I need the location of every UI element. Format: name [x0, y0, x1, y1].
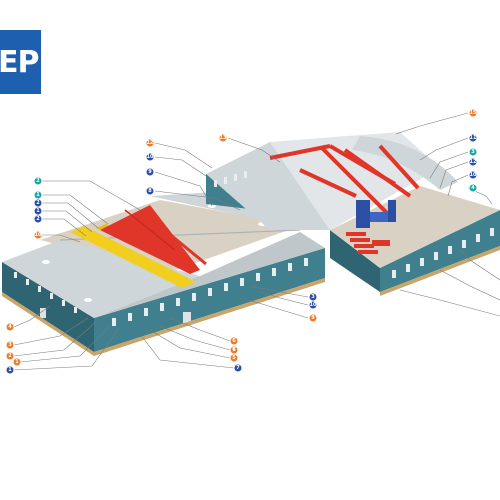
svg-text:9: 9: [148, 169, 152, 175]
callout-l6: 10: [33, 230, 43, 240]
svg-text:9: 9: [311, 315, 315, 321]
side-door: [40, 308, 46, 318]
callout-r4: 12: [468, 157, 478, 167]
callout-b3: 9: [308, 313, 318, 323]
svg-text:4: 4: [8, 324, 12, 330]
left-building-windows: [112, 258, 308, 326]
callout-l3: 2: [33, 198, 43, 208]
company-logo: EP: [0, 30, 41, 94]
yellow-crane-beam: [70, 226, 196, 288]
blue-machinery: [356, 200, 396, 246]
logo-text: EP: [0, 44, 39, 80]
left-building-end-wall: [2, 262, 94, 352]
roof-skylight: [42, 260, 50, 264]
tall-building-roof: [206, 142, 330, 230]
svg-text:3: 3: [8, 342, 12, 348]
tall-building-side-wall: [330, 230, 380, 292]
roof-skylight: [84, 298, 92, 302]
callout-b2: 10: [308, 300, 318, 310]
callout-l2: 1: [33, 190, 43, 200]
red-staircase: [346, 232, 378, 254]
callout-l5: 2: [33, 214, 43, 224]
svg-text:10: 10: [470, 172, 477, 178]
callout-t1: 12: [145, 138, 155, 148]
svg-text:11: 11: [470, 135, 477, 141]
svg-text:10: 10: [35, 232, 42, 238]
callout-t4: 8: [145, 186, 155, 196]
callout-badges: 2 1 2 1 2 10 4 3 2 1 1 12 10 9 8 13 15 1…: [5, 108, 478, 375]
svg-text:7: 7: [236, 365, 240, 371]
end-wall-windows: [14, 272, 77, 313]
callout-l10: 1: [12, 357, 22, 367]
callout-b7: 5: [229, 353, 239, 363]
svg-text:7: 7: [232, 347, 236, 353]
callout-l9: 2: [5, 351, 15, 361]
callout-l11: 1: [5, 365, 15, 375]
callout-r1: 15: [468, 108, 478, 118]
red-steel-frames: [269, 144, 420, 216]
left-building-roof-front: [2, 240, 200, 318]
svg-text:2: 2: [36, 178, 40, 184]
upper-wall-windows: [214, 171, 247, 187]
svg-text:1: 1: [15, 359, 19, 365]
svg-text:12: 12: [470, 159, 477, 165]
callout-l8: 3: [5, 340, 15, 350]
callout-t2: 10: [145, 152, 155, 162]
callout-r3: 3: [468, 147, 478, 157]
callout-l7: 4: [5, 322, 15, 332]
svg-text:2: 2: [36, 200, 40, 206]
callout-b4: 6: [229, 336, 239, 346]
svg-text:15: 15: [470, 110, 477, 116]
callout-b1: 3: [308, 292, 318, 302]
callout-b8: 7: [233, 363, 243, 373]
svg-text:3: 3: [471, 149, 475, 155]
callout-l4: 1: [33, 206, 43, 216]
svg-text:5: 5: [232, 355, 236, 361]
svg-text:2: 2: [36, 216, 40, 222]
svg-text:8: 8: [148, 188, 152, 194]
svg-text:10: 10: [310, 302, 317, 308]
svg-text:12: 12: [147, 140, 154, 146]
svg-text:3: 3: [311, 294, 315, 300]
svg-text:1: 1: [36, 208, 40, 214]
svg-text:6: 6: [232, 338, 236, 344]
left-building-front-wall: [94, 248, 325, 352]
svg-text:1: 1: [8, 367, 12, 373]
callout-r2: 11: [468, 133, 478, 143]
red-crane-girder: [100, 205, 200, 274]
tall-foundation-strip: [380, 246, 500, 296]
svg-text:10: 10: [147, 154, 154, 160]
svg-text:13: 13: [220, 135, 227, 141]
tall-building-windows: [392, 228, 494, 278]
callout-l1: 2: [33, 176, 43, 186]
front-door: [183, 312, 191, 326]
svg-text:2: 2: [8, 353, 12, 359]
left-building-roof-right: [94, 232, 325, 318]
callout-t3: 9: [145, 167, 155, 177]
callout-r5: 10: [468, 170, 478, 180]
callout-r6: 4: [468, 183, 478, 193]
curved-roof: [352, 136, 458, 190]
callout-b6: 6: [232, 347, 236, 353]
callout-t5: 13: [218, 133, 228, 143]
leader-lines: [13, 112, 500, 371]
svg-text:6: 6: [232, 347, 236, 353]
svg-text:4: 4: [471, 185, 475, 191]
svg-text:1: 1: [36, 192, 40, 198]
